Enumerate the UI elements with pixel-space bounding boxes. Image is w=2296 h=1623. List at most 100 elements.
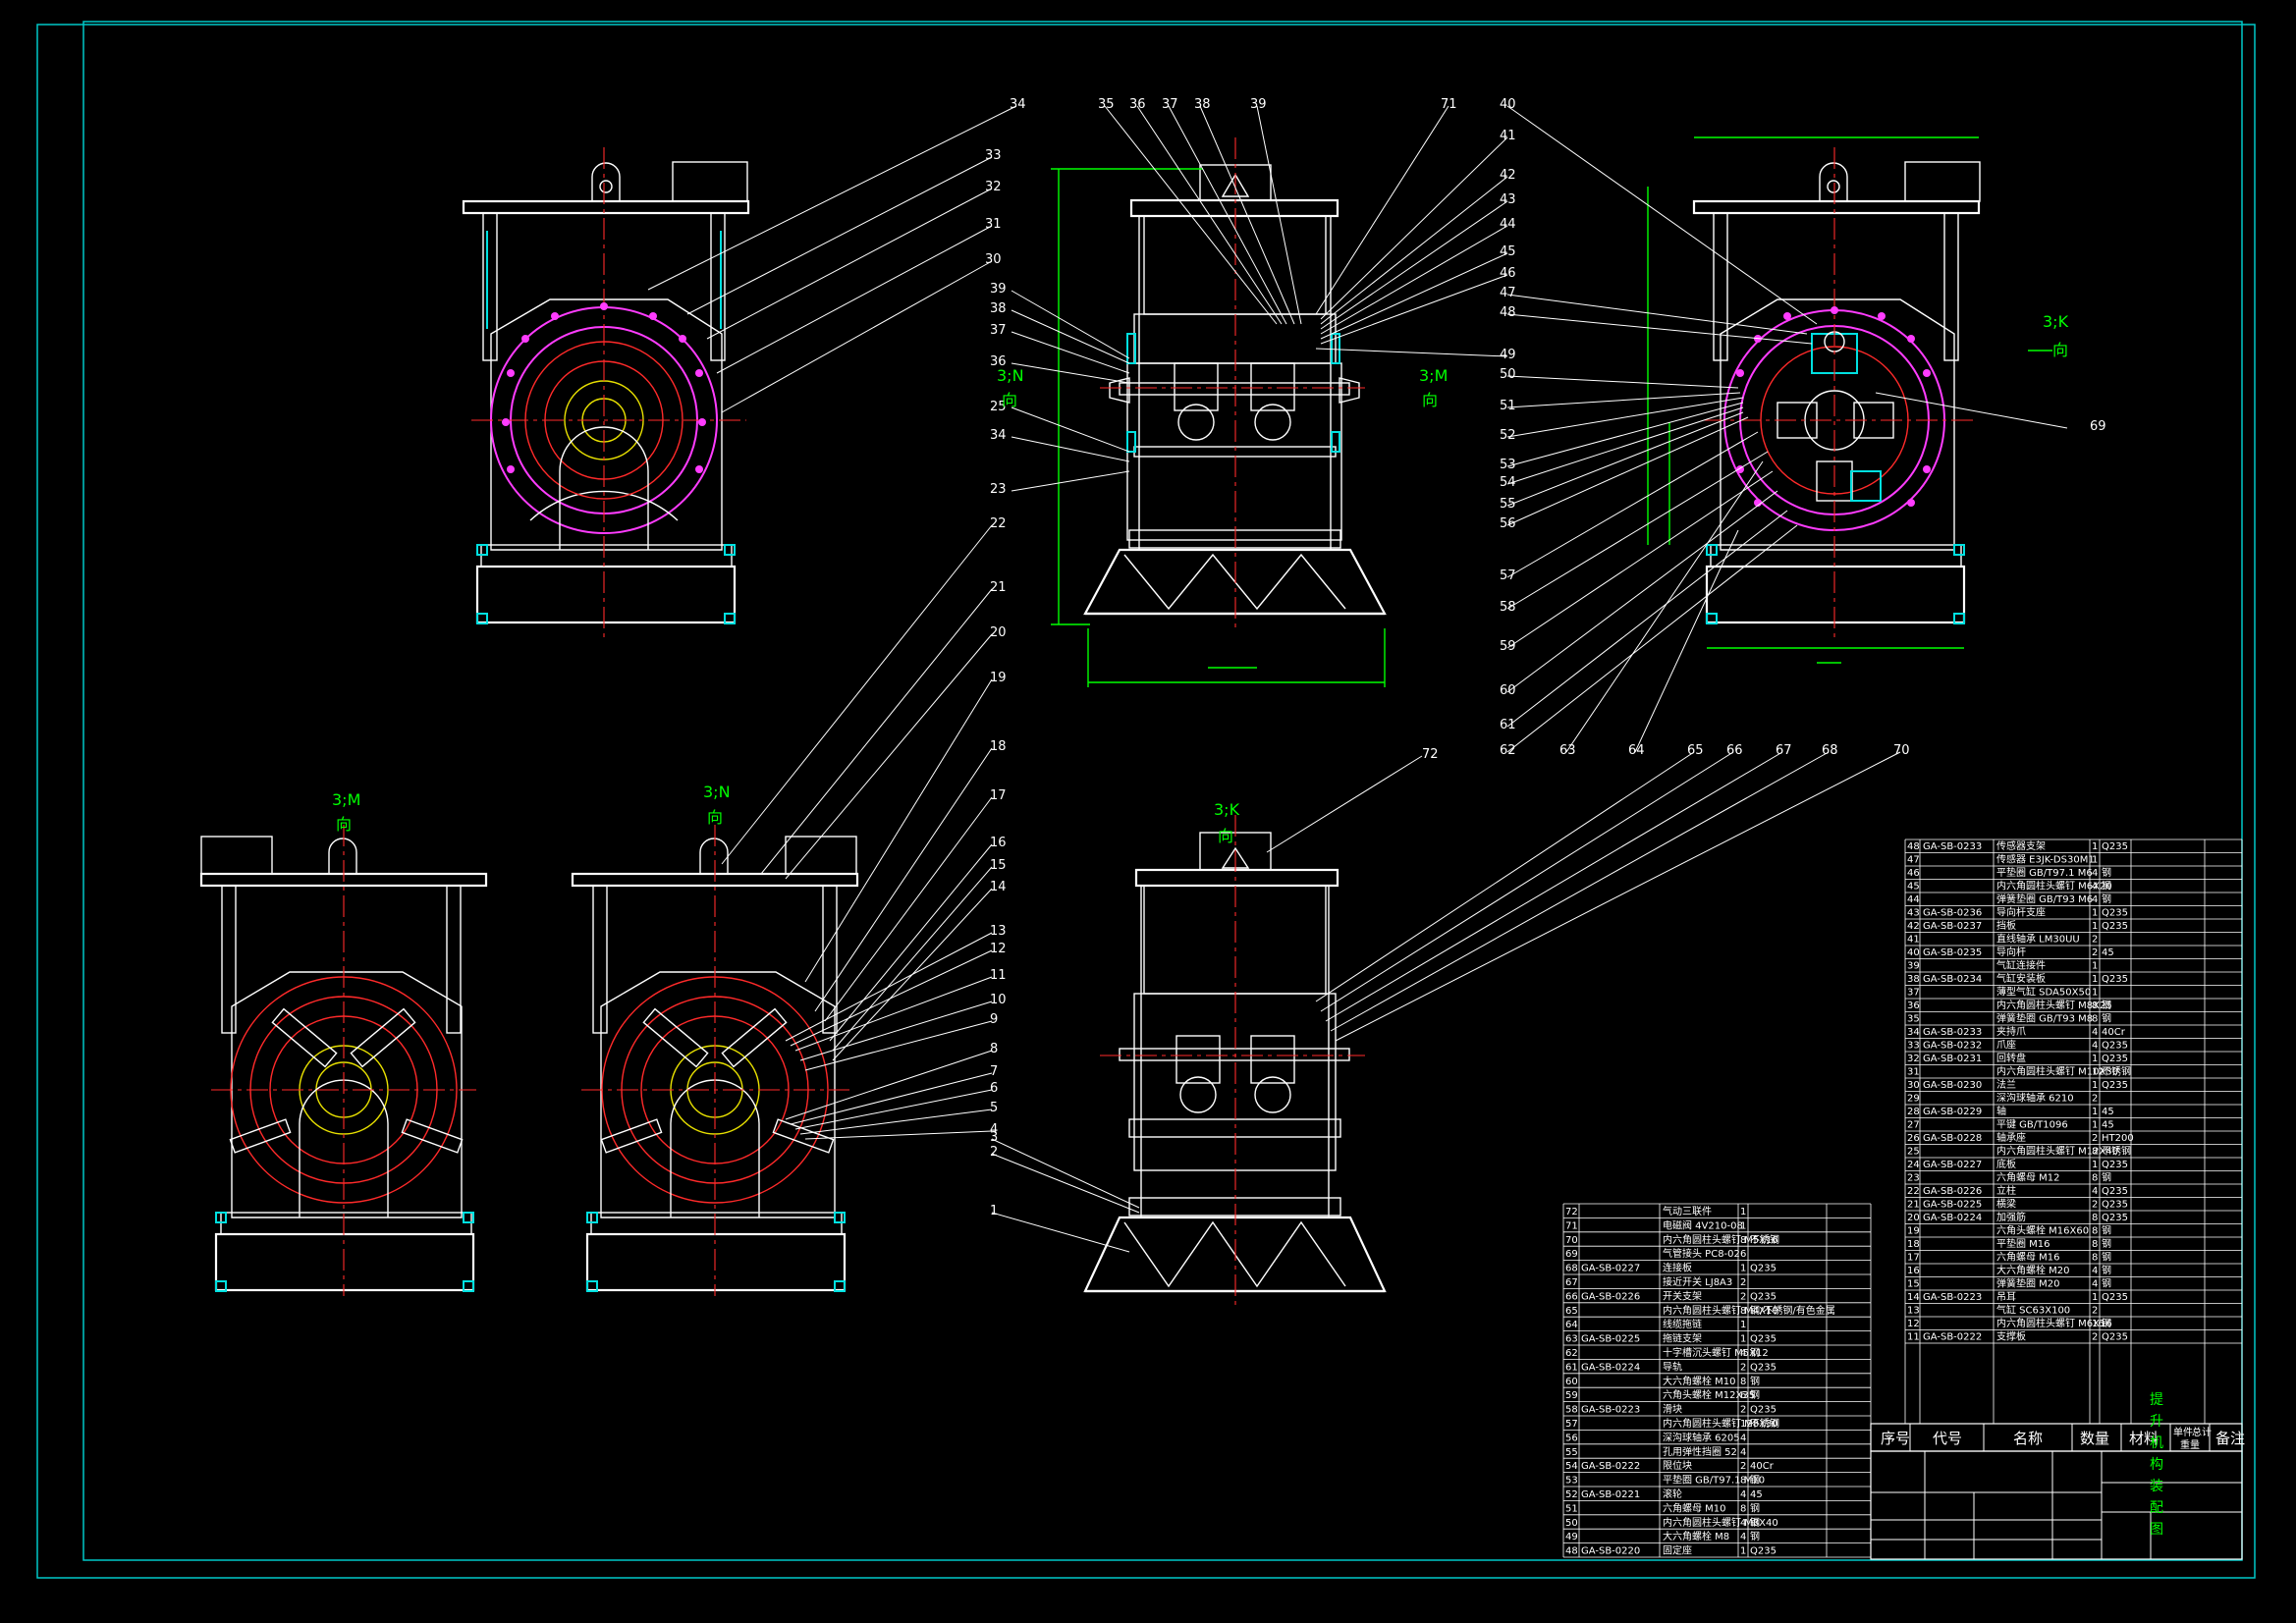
part-lower-cell: 8 [1740,1235,1746,1246]
part-lower-cell: 2 [1740,1291,1746,1302]
part-lower-cell: Q235 [1750,1291,1777,1302]
balloon-bm-18: 18 [990,739,1007,754]
part-upper-cell: 平垫圈 GB/T97.1 M6 [1996,866,2093,879]
part-lower-cell: Q235 [1750,1546,1777,1557]
balloon-mr-59: 59 [1500,639,1516,654]
part-lower-cell: 固定座 [1663,1544,1692,1557]
part-upper-cell: 15 [1907,1279,1920,1290]
part-lower-cell: 8 [1740,1503,1746,1514]
title-char: 机 [2150,1435,2163,1451]
label-k-top-dir: 向 [2052,341,2068,359]
part-lower-cell: Q235 [1750,1334,1777,1345]
balloon-bm-5: 5 [990,1101,998,1115]
part-upper-cell: 钢 [2102,1237,2111,1250]
part-upper-cell: 18 [1907,1239,1920,1250]
part-upper-cell: 40Cr [2102,1027,2126,1038]
part-upper-cell: 气缸 SC63X100 [1996,1304,2070,1317]
part-upper-cell: 钢 [2102,1277,2111,1290]
part-upper-cell: 21 [1907,1200,1920,1211]
balloon-tm-39: 39 [1250,97,1267,112]
part-upper-cell: 20 [1907,1213,1920,1223]
part-lower-cell: 连接板 [1663,1262,1692,1274]
balloon-mr-46: 46 [1500,266,1516,281]
balloon-bm-13: 13 [990,924,1007,939]
balloon-mr-42: 42 [1500,168,1516,183]
balloon-rs-69: 69 [2090,419,2106,434]
part-lower-cell: 8 [1740,1476,1746,1487]
part-lower-cell: 不锈钢 [1750,1417,1779,1430]
part-upper-cell: 35 [1907,1014,1920,1025]
part-upper-cell: 挡板 [1996,919,2016,932]
part-upper-cell: 1 [2092,974,2098,985]
part-upper-cell: GA-SB-0234 [1923,974,1982,985]
balloon-bm-10: 10 [990,993,1007,1007]
label-n-mid-dir: 向 [1002,391,1017,409]
part-upper-cell: 不锈钢 [2102,1065,2131,1078]
part-upper-cell: 27 [1907,1120,1920,1131]
part-upper-cell: 法兰 [1996,1078,2016,1091]
part-upper-cell: 平键 GB/T1096 [1996,1118,2068,1131]
part-lower-cell: 48 [1565,1546,1578,1557]
part-upper-cell: 4 [2092,1041,2098,1052]
part-upper-cell: 31 [1907,1067,1920,1078]
part-upper-cell: 8 [2092,1253,2098,1264]
header-total-mass: 总计 [2192,1426,2212,1438]
part-lower-cell: 66 [1565,1291,1578,1302]
part-lower-cell: 气动三联件 [1663,1205,1712,1217]
part-upper-cell: 8 [2092,1147,2098,1158]
part-upper-cell: 28 [1907,1107,1920,1117]
part-upper-cell: 直线轴承 LM30UU [1996,933,2080,946]
part-upper-cell: 45 [2102,1120,2114,1131]
part-lower-cell: 4 [1740,1518,1746,1529]
part-upper-cell: Q235 [2102,1213,2128,1223]
part-upper-cell: 2 [2092,1332,2098,1343]
balloon-rb-63: 63 [1559,743,1576,758]
part-upper-cell: GA-SB-0237 [1923,921,1982,932]
balloon-tm-40: 40 [1500,97,1516,112]
header-code: 代号 [1933,1430,1962,1447]
part-upper-cell: Q235 [2102,974,2128,985]
part-lower-cell: 50 [1565,1518,1578,1529]
balloon-mr-56: 56 [1500,516,1516,531]
part-lower-cell: 平垫圈 GB/T97.1 M10 [1663,1474,1765,1487]
balloon-bm-7: 7 [990,1064,998,1079]
part-upper-cell: 4 [2092,1266,2098,1276]
label-m-mid-dir: 向 [1422,391,1438,409]
part-upper-cell: 气缸连接件 [1996,959,2046,972]
part-lower-cell: Q235 [1750,1264,1777,1274]
part-lower-cell: 不锈钢 [1750,1233,1779,1246]
part-lower-cell: Q235 [1750,1405,1777,1416]
part-upper-cell: Q235 [2102,921,2128,932]
part-lower-cell: 64 [1565,1320,1578,1330]
balloon-br-72: 72 [1422,747,1439,762]
outer-frame [36,24,2256,1579]
title-char: 配 [2150,1500,2163,1516]
part-upper-cell: 内六角圆柱头螺钉 M6X16 [1996,1317,2112,1329]
part-upper-cell: 8 [2092,1173,2098,1184]
part-upper-cell: 38 [1907,974,1920,985]
part-upper-cell: 横梁 [1996,1198,2016,1211]
balloon-bm-20: 20 [990,625,1007,640]
part-upper-cell: 8 [2092,1213,2098,1223]
part-lower-cell: GA-SB-0225 [1581,1334,1640,1345]
part-upper-cell: 轴 [1996,1105,2006,1117]
part-upper-cell: 40 [1907,947,1920,958]
part-upper-cell: 不锈钢 [2102,1145,2131,1158]
title-char: 构 [2150,1457,2163,1473]
part-upper-cell: 26 [1907,1133,1920,1144]
part-upper-cell: 加强筋 [1996,1211,2026,1223]
balloon-tl-33: 33 [985,148,1002,163]
part-upper-cell: 39 [1907,961,1920,972]
header-unit-mass: 单件 [2173,1427,2193,1438]
part-upper-cell: 1 [2092,1120,2098,1131]
part-lower-cell: Q235 [1750,1362,1777,1373]
part-lower-cell: 1 [1740,1264,1746,1274]
part-upper-cell: 12 [2092,1067,2105,1078]
label-k-bottom-dir: 向 [1218,827,1233,845]
part-upper-cell: Q235 [2102,1332,2128,1343]
part-lower-cell: 55 [1565,1447,1578,1458]
part-lower-cell: 大六角螺栓 M10 [1663,1375,1736,1387]
